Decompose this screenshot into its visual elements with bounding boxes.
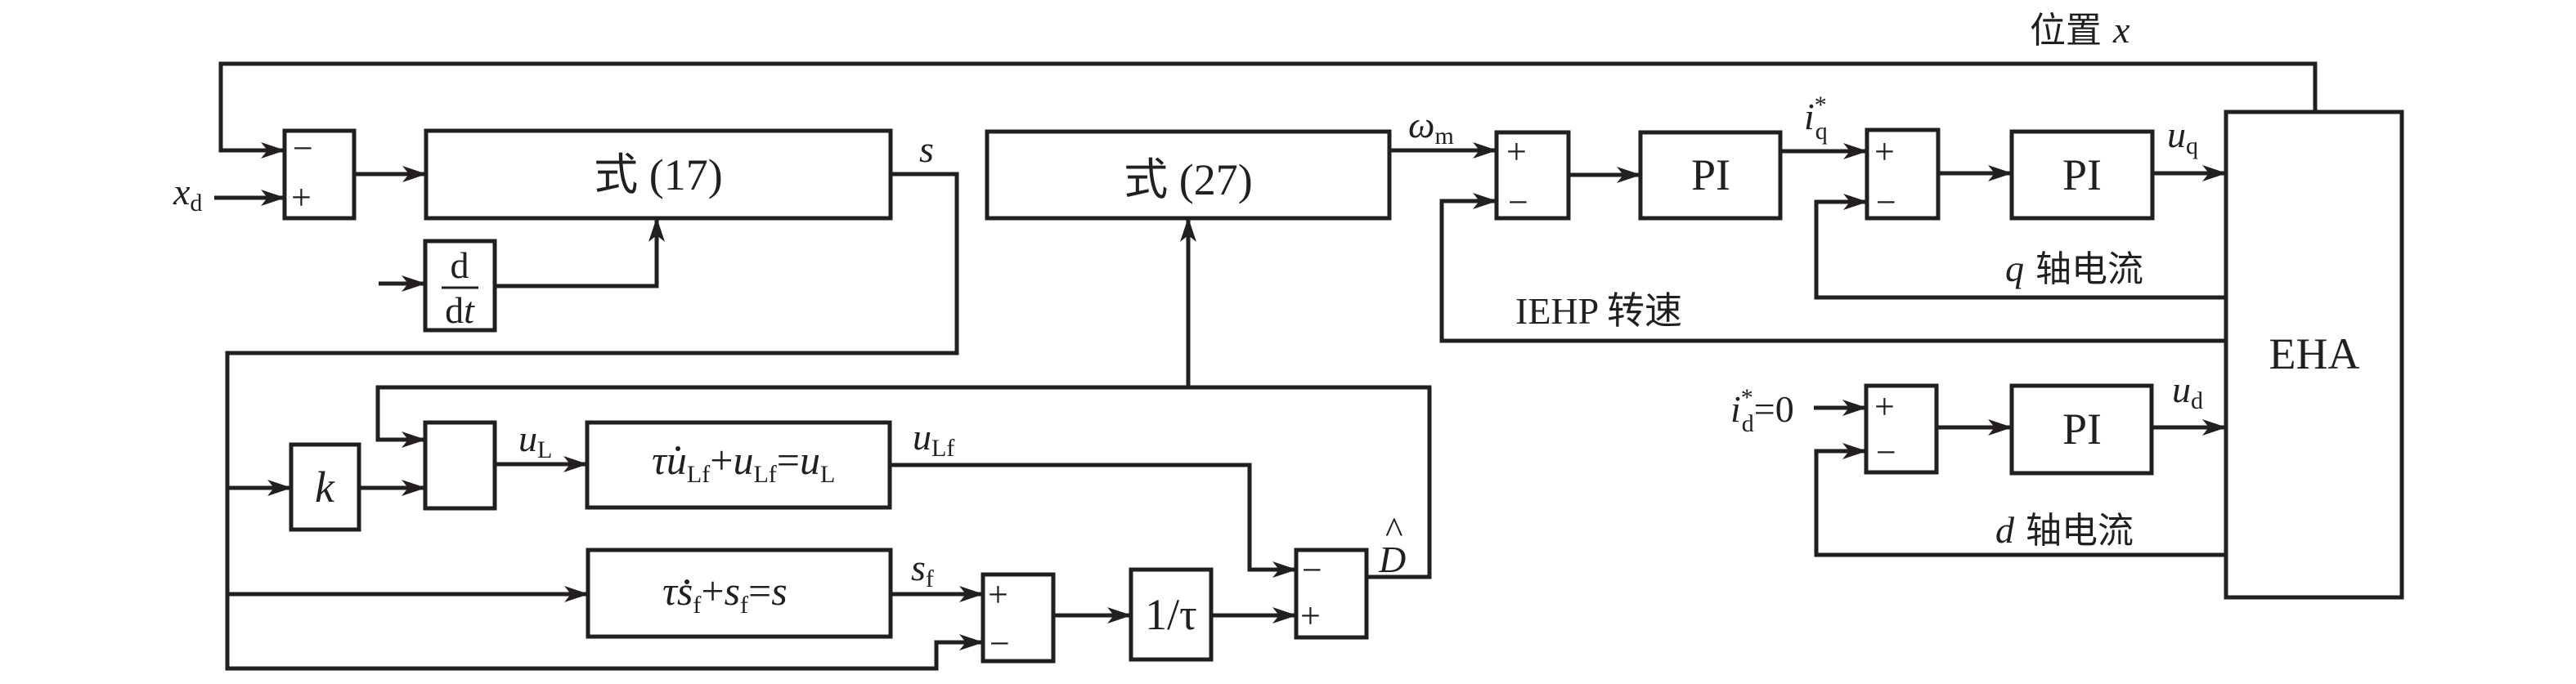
inv-tau-block bbox=[1129, 567, 1214, 662]
sum-iq-block bbox=[1865, 127, 1941, 221]
eha-block bbox=[2224, 110, 2404, 600]
position-feedback-wire bbox=[218, 61, 2318, 159]
sum-d-plus-sign: + bbox=[1300, 596, 1321, 636]
ddt-denominator: dt bbox=[445, 289, 475, 331]
pi-id-block bbox=[2009, 383, 2154, 476]
s-output-wire bbox=[225, 172, 984, 671]
ddt-numerator: d bbox=[451, 244, 469, 286]
s-label: s bbox=[919, 128, 934, 170]
pi-iq-block bbox=[2009, 129, 2155, 221]
eq17-label: 式 (17) bbox=[594, 150, 722, 199]
omega-m-label: ωm bbox=[1408, 104, 1454, 150]
ddt-block bbox=[423, 239, 497, 333]
ud-label: ud bbox=[2172, 369, 2203, 414]
eq27-block bbox=[985, 129, 1392, 221]
sum-iq-plus-sign: + bbox=[1874, 132, 1895, 172]
sum-sf-block bbox=[981, 572, 1056, 664]
d-current-label: d 轴电流 bbox=[1995, 509, 2134, 552]
filter-s-block bbox=[586, 548, 893, 639]
sum-id-block bbox=[1864, 383, 1939, 475]
sum-position-block bbox=[282, 128, 357, 221]
sum-id-minus-sign: − bbox=[1876, 432, 1896, 472]
xd-label: xd bbox=[173, 171, 202, 217]
filter-s-equation: τsf+sf=s bbox=[662, 568, 788, 619]
sum-d-minus-sign: − bbox=[1302, 550, 1322, 590]
ul-label: uL bbox=[518, 418, 552, 463]
sum-speed-block bbox=[1494, 130, 1571, 221]
d-current-feedback-wire bbox=[1814, 443, 2226, 557]
filter-ul-equation: τuLf+uLf=uL bbox=[652, 437, 835, 488]
pi-id-label: PI bbox=[2062, 405, 2102, 454]
ddt-to-eq17-wire bbox=[495, 217, 665, 288]
pi-speed-label: PI bbox=[1691, 150, 1730, 199]
sum-sf-plus-sign: + bbox=[988, 574, 1008, 615]
sum-iq-minus-sign: − bbox=[1876, 182, 1896, 222]
q-current-label: q 轴电流 bbox=[2005, 248, 2143, 290]
gain-k-label: k bbox=[315, 463, 335, 512]
filter-ul-derivative-dot bbox=[675, 446, 680, 451]
pi-iq-label: PI bbox=[2062, 150, 2102, 199]
sum-sf-minus-sign: − bbox=[990, 624, 1010, 664]
d-hat-accent: ^ bbox=[1385, 509, 1403, 551]
iq-ref-label: i*q bbox=[1804, 92, 1828, 145]
sum-d-block bbox=[1294, 548, 1369, 640]
iehp-speed-feedback-wire bbox=[1439, 193, 2226, 343]
blank-block bbox=[423, 420, 497, 511]
pi-speed-block bbox=[1638, 130, 1783, 221]
ulf-label: uLf bbox=[913, 416, 954, 462]
dhat-to-blank-wire bbox=[375, 385, 1432, 579]
eq17-block bbox=[424, 128, 893, 221]
uq-label: uq bbox=[2167, 114, 2198, 159]
sum-speed-plus-sign: + bbox=[1506, 132, 1527, 172]
eq27-label: 式 (27) bbox=[1124, 155, 1252, 204]
sum-position-plus-sign: + bbox=[291, 177, 312, 217]
iehp-speed-label: IEHP 转速 bbox=[1515, 290, 1682, 332]
inv-tau-label: 1/τ bbox=[1145, 590, 1197, 639]
ulf-wire bbox=[890, 463, 1297, 578]
sum-speed-minus-sign: − bbox=[1508, 182, 1528, 222]
filter-ul-block bbox=[585, 420, 892, 510]
gain-k-block bbox=[289, 442, 361, 532]
blocks bbox=[282, 110, 2404, 664]
sf-label: sf bbox=[911, 547, 934, 592]
id-ref-label: i*d=0 bbox=[1730, 384, 1794, 437]
sum-id-plus-sign: + bbox=[1874, 387, 1895, 427]
d-hat-label: D bbox=[1378, 539, 1406, 580]
eha-label: EHA bbox=[2269, 329, 2360, 378]
wires bbox=[214, 61, 2318, 671]
q-current-feedback-wire bbox=[1814, 194, 2226, 300]
sum-position-minus-sign: − bbox=[293, 128, 313, 168]
position-feedback-label: 位置 x bbox=[2030, 9, 2130, 51]
filter-s-derivative-dot bbox=[684, 579, 689, 584]
